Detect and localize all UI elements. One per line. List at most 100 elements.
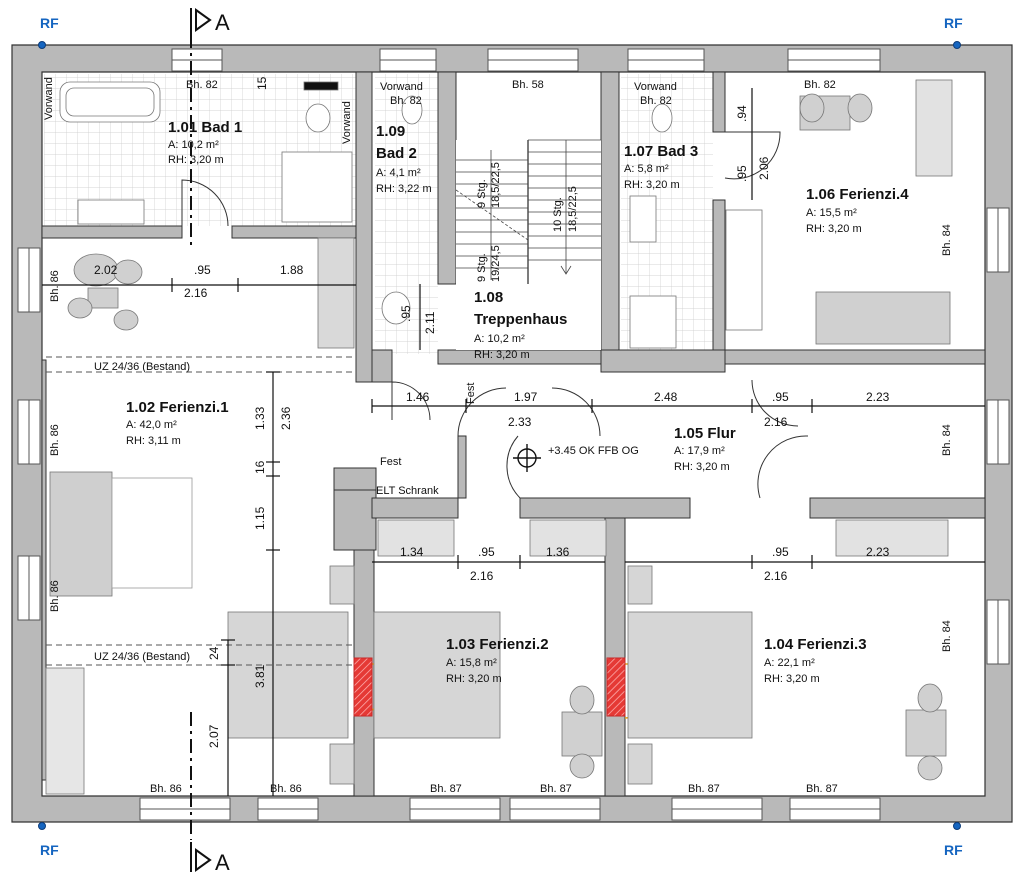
svg-text:RH: 3,22 m: RH: 3,22 m: [376, 183, 432, 195]
level-marker-symbol: [513, 444, 541, 472]
svg-text:1.02 Ferienzi.1: 1.02 Ferienzi.1: [126, 399, 229, 416]
label-stair1a: 9 Stg.: [476, 179, 488, 208]
label-bh82-b: Bh. 82: [390, 95, 422, 107]
svg-text:RH: 3,11 m: RH: 3,11 m: [126, 435, 181, 447]
label-stair1b: 18,5/22,5: [490, 162, 502, 208]
svg-text:A: 4,1 m²: A: 4,1 m²: [376, 167, 421, 179]
section-label-bottom: A: [215, 850, 230, 875]
svg-text:RH: 3,20 m: RH: 3,20 m: [474, 349, 530, 361]
dim-15: 15: [255, 76, 269, 90]
label-bh84-b: Bh. 84: [941, 424, 953, 456]
label-vorwand-a: Vorwand: [380, 81, 423, 93]
svg-text:RH: 3,20 m: RH: 3,20 m: [806, 223, 862, 235]
label-stair3a: 10 Stg.: [552, 197, 564, 232]
dim-2-16-a: 2.16: [184, 286, 208, 300]
label-level: +3.45 OK FFB OG: [548, 445, 639, 457]
label-bh86-c: Bh. 86: [49, 580, 61, 612]
dim-1-46: 1.46: [406, 390, 430, 404]
dim-2-16-c: 2.16: [470, 569, 494, 583]
room-1-07: 1.07 Bad 3 A: 5,8 m² RH: 3,20 m: [624, 143, 698, 191]
svg-text:A: 42,0 m²: A: 42,0 m²: [126, 419, 177, 431]
window-labels: Bh. 82 Bh. 82 Bh. 58 Bh. 82 Bh. 82 Vorwa…: [43, 77, 953, 795]
label-vorwand-c: Vorwand: [43, 77, 55, 120]
svg-text:RH: 3,20 m: RH: 3,20 m: [764, 673, 820, 685]
svg-text:A: 22,1 m²: A: 22,1 m²: [764, 657, 815, 669]
label-fest-a: Fest: [380, 456, 401, 468]
interior-walls: [41, 71, 986, 797]
label-stair3b: 18,5/22,5: [567, 186, 579, 232]
room-1-08: 1.08 Treppenhaus A: 10,2 m² RH: 3,20 m: [474, 289, 567, 361]
room-1-04: 1.04 Ferienzi.3 A: 22,1 m² RH: 3,20 m: [764, 636, 867, 685]
label-bh87-b: Bh. 87: [540, 783, 572, 795]
dimension-ticks: [171, 278, 813, 666]
label-bh58: Bh. 58: [512, 79, 544, 91]
staircase: [455, 139, 601, 350]
section-labels: A A: [215, 10, 230, 875]
label-bh86-b: Bh. 86: [49, 424, 61, 456]
svg-text:A: 5,8 m²: A: 5,8 m²: [624, 163, 669, 175]
dim-1-36: 1.36: [546, 545, 570, 559]
dim-2-48: 2.48: [654, 390, 678, 404]
svg-text:Treppenhaus: Treppenhaus: [474, 311, 567, 328]
dim-2-33: 2.33: [508, 415, 532, 429]
label-bh84-a: Bh. 84: [941, 224, 953, 256]
label-bh82-c: Bh. 82: [640, 95, 672, 107]
label-vorwand-d: Vorwand: [341, 101, 353, 144]
dim-0-95-d: .95: [772, 545, 789, 559]
svg-text:1.05 Flur: 1.05 Flur: [674, 425, 736, 442]
label-stair2a: 9 Stg.: [476, 253, 488, 282]
label-bh86-e: Bh. 86: [270, 783, 302, 795]
dim-24: 24: [207, 646, 221, 660]
rf-bottom-right: RF: [944, 842, 963, 858]
dim-1-97: 1.97: [514, 390, 538, 404]
label-bh86-a: Bh. 86: [49, 270, 61, 302]
dim-0-95-f: .95: [735, 165, 749, 182]
label-stair2b: 19/24,5: [490, 245, 502, 282]
svg-text:A: 15,8 m²: A: 15,8 m²: [446, 657, 497, 669]
dim-2-02: 2.02: [94, 263, 118, 277]
furniture: [45, 79, 953, 795]
rf-top-right: RF: [944, 15, 963, 31]
section-label-top: A: [215, 10, 230, 35]
svg-text:RH: 3,20 m: RH: 3,20 m: [624, 179, 680, 191]
svg-text:A: 10,2 m²: A: 10,2 m²: [168, 139, 219, 151]
room-1-05: 1.05 Flur A: 17,9 m² RH: 3,20 m: [674, 425, 736, 473]
annotations: UZ 24/36 (Bestand) UZ 24/36 (Bestand) Fe…: [94, 162, 639, 663]
svg-text:RH: 3,20 m: RH: 3,20 m: [168, 154, 224, 166]
room-1-02: 1.02 Ferienzi.1 A: 42,0 m² RH: 3,11 m: [126, 399, 229, 447]
label-bh82-d: Bh. 82: [804, 79, 836, 91]
dim-3-81: 3.81: [253, 664, 267, 688]
svg-text:1.09: 1.09: [376, 123, 405, 140]
windows: [17, 48, 1010, 821]
dim-0-95-e: .95: [399, 305, 413, 322]
label-fest-b: Fest: [465, 383, 477, 404]
svg-text:1.07 Bad 3: 1.07 Bad 3: [624, 143, 698, 160]
label-bh87-c: Bh. 87: [688, 783, 720, 795]
dim-2-07: 2.07: [207, 724, 221, 748]
hatched-wall-opening-1: [353, 657, 373, 717]
svg-text:Bad 2: Bad 2: [376, 145, 417, 162]
svg-text:A: 15,5 m²: A: 15,5 m²: [806, 207, 857, 219]
label-uz-b: UZ 24/36 (Bestand): [94, 651, 190, 663]
room-1-01: 1.01 Bad 1 A: 10,2 m² RH: 3,20 m: [168, 119, 242, 166]
label-vorwand-b: Vorwand: [634, 81, 677, 93]
rf-bottom-left: RF: [40, 842, 59, 858]
rf-top-left: RF: [40, 15, 59, 31]
room-1-06: 1.06 Ferienzi.4 A: 15,5 m² RH: 3,20 m: [806, 186, 909, 235]
label-bh87-d: Bh. 87: [806, 783, 838, 795]
room-1-09: 1.09 Bad 2 A: 4,1 m² RH: 3,22 m: [376, 123, 432, 195]
svg-text:RH: 3,20 m: RH: 3,20 m: [446, 673, 502, 685]
svg-text:1.04 Ferienzi.3: 1.04 Ferienzi.3: [764, 636, 867, 653]
label-bh84-c: Bh. 84: [941, 620, 953, 652]
reference-markers: RF RF RF RF: [38, 15, 963, 858]
dim-0-94: .94: [735, 105, 749, 122]
dim-2-36: 2.36: [279, 406, 293, 430]
dim-2-11: 2.11: [423, 311, 437, 334]
dim-2-23-a: 2.23: [866, 390, 890, 404]
room-1-03: 1.03 Ferienzi.2 A: 15,8 m² RH: 3,20 m: [446, 636, 549, 685]
dim-1-15: 1.15: [253, 506, 267, 530]
label-uz-a: UZ 24/36 (Bestand): [94, 361, 190, 373]
dimension-labels: 2.02 .95 1.88 2.16 1.46 1.97 2.33 2.48 .…: [94, 76, 890, 748]
beam-lines: [46, 356, 356, 666]
